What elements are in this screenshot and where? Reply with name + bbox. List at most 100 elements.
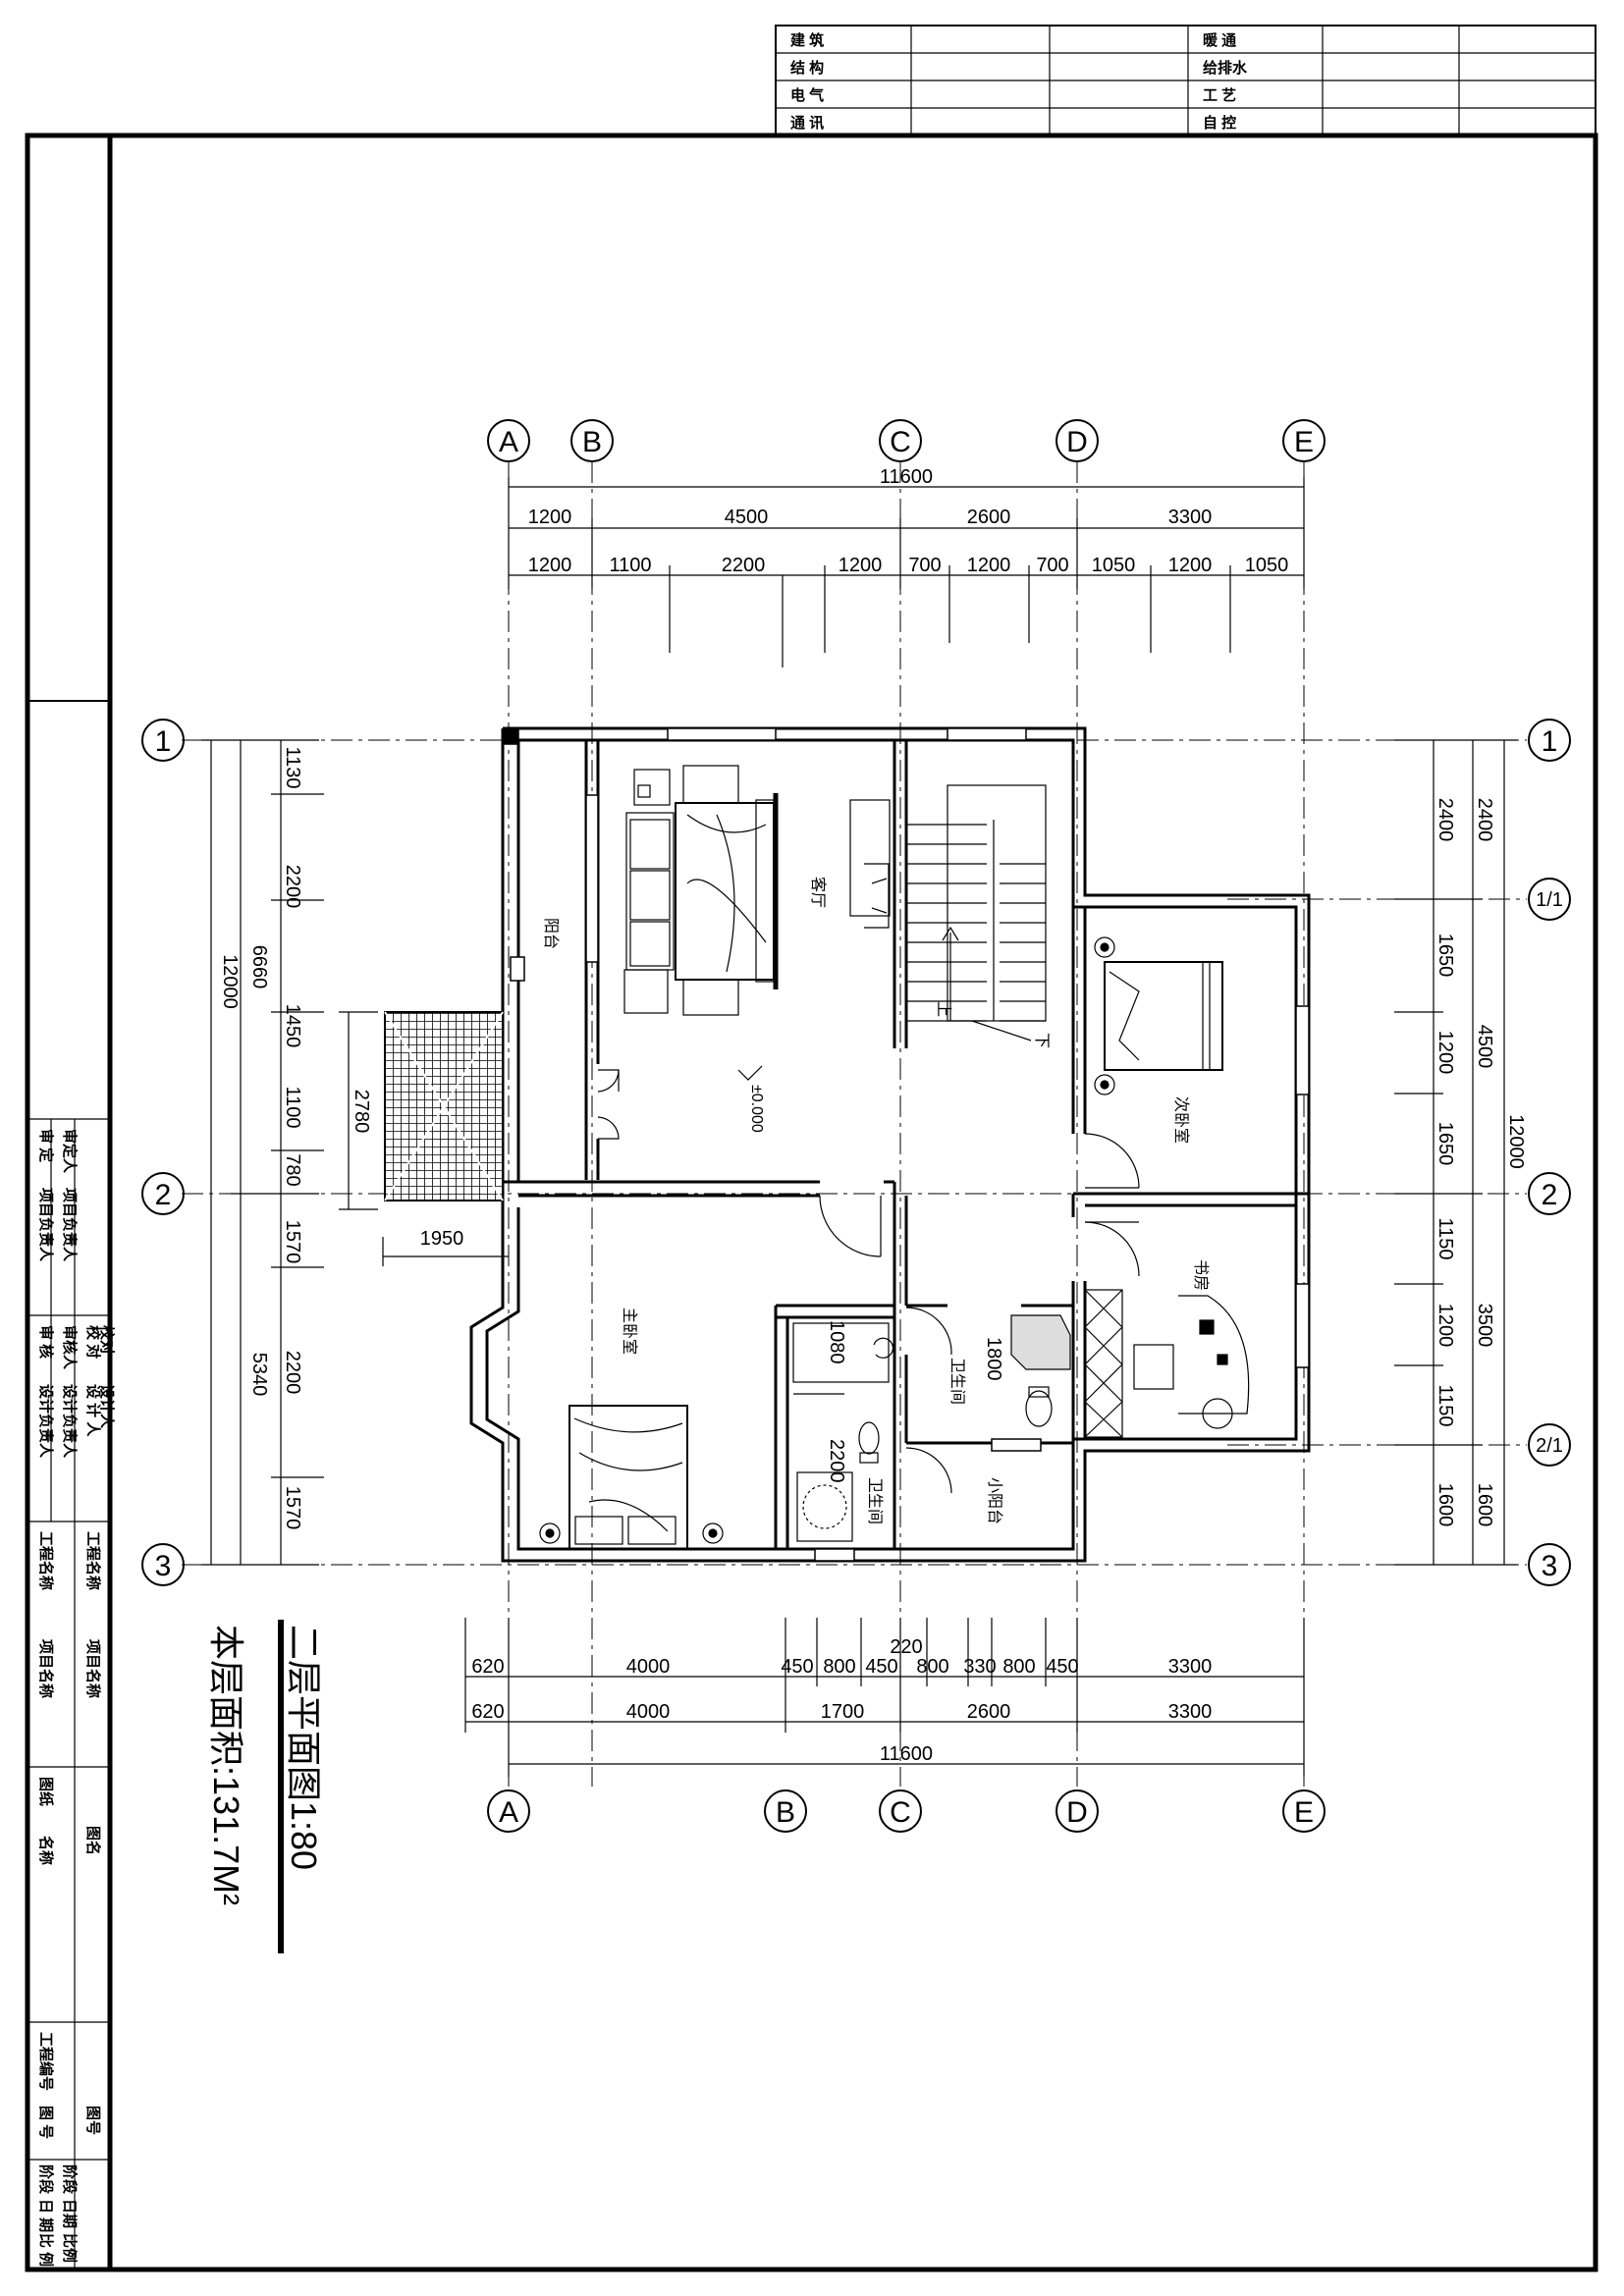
- windows: [504, 727, 1310, 1562]
- dim-right-in-3: 1200: [1435, 1031, 1456, 1075]
- axis-bubbles: A B C D E A B C D E 1 2 3 1 1/1 2 2/1 3: [141, 419, 1571, 1833]
- dim-bot-r1-2: 4000: [626, 1656, 671, 1678]
- axis-1-right: 1: [1542, 725, 1558, 758]
- dim-top-r2-4: 1200: [839, 555, 883, 576]
- dim-left-in-3: 1450: [282, 1004, 303, 1048]
- axis-2-left: 2: [155, 1179, 172, 1211]
- side-label-drawing: 图纸: [37, 1777, 55, 1806]
- side-label-approve: 审 定: [37, 1129, 55, 1162]
- axis-c-top: C: [890, 426, 911, 458]
- dim-top-r2-3: 2200: [722, 555, 766, 576]
- dim-left-in-7: 2200: [282, 1351, 303, 1395]
- dim-right-in-8: 1600: [1435, 1483, 1456, 1527]
- dim-left-in-2: 2200: [282, 865, 303, 909]
- axis-a-bottom: A: [499, 1796, 518, 1829]
- dim-bot-r1-5: 450: [865, 1656, 897, 1678]
- side-title-block: 审 定 项目负责人 审定人 项目负责人 审 核 设计负责人 审核人 设计负责人 …: [27, 1118, 116, 2269]
- side-value-approve: 审定人: [61, 1129, 79, 1174]
- side-label-scale: 比 例: [37, 2233, 55, 2267]
- dim-bot-r2-5: 3300: [1168, 1701, 1213, 1723]
- side-label-project-number: 工程编号: [37, 2032, 55, 2091]
- dim-right-mid-4: 1600: [1474, 1483, 1495, 1527]
- dim-top-overall: 11600: [880, 466, 933, 488]
- outer-frame: [25, 133, 1598, 2272]
- side-label-project-name: 工程名称: [37, 1531, 55, 1590]
- top-title-block: 建 筑 结 构 电 气 通 讯 暖 通 给排水 工 艺 自 控: [775, 25, 1597, 136]
- plan-area: 本层面积:131.7M²: [206, 1625, 246, 1905]
- dim-right-in-4: 1650: [1435, 1122, 1456, 1166]
- dim-right-in-2: 1650: [1435, 934, 1456, 978]
- axis-3-left: 3: [155, 1550, 172, 1582]
- axis-2-1-right: 2/1: [1536, 1435, 1563, 1457]
- walls: [469, 726, 1311, 1563]
- dim-right-overall: 12000: [1505, 1114, 1527, 1169]
- side-label-designer: 设 计 人: [84, 1384, 102, 1437]
- dim-top-r2-1: 1200: [528, 555, 572, 576]
- axis-3-right: 3: [1542, 1550, 1558, 1582]
- dim-left-in-1: 1130: [282, 746, 303, 788]
- dim-bot-r1-3: 450: [781, 1656, 813, 1678]
- room-label-living: 客厅: [809, 877, 827, 908]
- dim-left-in-5: 780: [282, 1153, 303, 1186]
- axis-d-top: D: [1066, 426, 1088, 458]
- room-label-master-bedroom: 主卧室: [621, 1308, 638, 1355]
- side-value-project-name: 工程名称: [84, 1531, 102, 1590]
- side-label-item-name: 项目名称: [37, 1639, 55, 1698]
- side-value-drawing-name: 图名: [84, 1826, 102, 1855]
- top-dimensions: 11600 1200 4500 2600 3300 1200 1100 2200…: [508, 466, 1305, 667]
- dim-bot-r1-8: 800: [1002, 1656, 1035, 1678]
- plan-title-block: 二层平面图1:80 本层面积:131.7M²: [206, 1620, 324, 1953]
- room-labels: 阳台 客厅 次卧室 主卧室 书房 卫生间 卫生间 小阳台 上 下 ±0.000: [542, 877, 1210, 1524]
- axis-e-top: E: [1294, 426, 1314, 458]
- side-value-item-name: 项目名称: [84, 1639, 102, 1698]
- top-label-architecture: 建 筑: [790, 31, 824, 49]
- axis-1-left: 1: [155, 725, 172, 758]
- dim-interior-3: 2200: [826, 1439, 847, 1483]
- dim-left-overall: 12000: [219, 954, 241, 1009]
- doors: [597, 1069, 1140, 1494]
- side-value-designer: 设计人: [98, 1384, 116, 1429]
- dim-top-r2-9: 1200: [1168, 555, 1213, 576]
- room-label-bath-1: 卫生间: [948, 1358, 966, 1405]
- side-label-drawing-number: 图 号: [37, 2106, 54, 2139]
- dim-top-r2-10: 1050: [1245, 555, 1289, 576]
- room-label-bath-2: 卫生间: [866, 1477, 884, 1524]
- bottom-dimensions: 620 4000 450 800 450 800 330 800 450 330…: [464, 1618, 1305, 1777]
- side-value-drawing-number: 图号: [84, 2106, 101, 2135]
- room-label-study: 书房: [1192, 1259, 1210, 1291]
- dim-right-in-1: 2400: [1435, 798, 1456, 842]
- room-label-balcony: 阳台: [542, 918, 560, 949]
- side-label-design-lead: 设计负责人: [37, 1384, 55, 1459]
- staircase: [906, 784, 1047, 1041]
- dim-right-in-5: 1150: [1435, 1217, 1456, 1259]
- side-label-phase: 阶段: [37, 2164, 55, 2194]
- dim-bot-r1-4: 800: [823, 1656, 855, 1678]
- stair-label-down: 下: [1033, 1033, 1050, 1048]
- dim-bot-r1-9: 450: [1046, 1656, 1078, 1678]
- dim-left-mid-1: 6660: [248, 945, 270, 989]
- dim-top-r2-5: 700: [908, 555, 941, 576]
- elevation-mark: ±0.000: [748, 1085, 765, 1133]
- stair-label-up: 上: [935, 1001, 952, 1017]
- side-label-project-lead: 项目负责人: [37, 1188, 55, 1262]
- side-value-project-lead: 项目负责人: [61, 1188, 79, 1262]
- dim-right-in-6: 1200: [1435, 1304, 1456, 1348]
- dim-right-mid-1: 2400: [1474, 798, 1495, 842]
- dim-interior-1: 1080: [826, 1320, 847, 1364]
- dim-bay-width: 1950: [420, 1228, 464, 1250]
- side-value-scale: 比例: [61, 2233, 79, 2263]
- top-label-process: 工 艺: [1203, 87, 1236, 104]
- room-label-small-balcony: 小阳台: [986, 1477, 1003, 1524]
- axis-a-top: A: [499, 426, 518, 458]
- dim-top-r2-6: 1200: [967, 555, 1011, 576]
- dim-bot-r1-6: 800: [916, 1656, 948, 1678]
- axis-b-bottom: B: [776, 1796, 795, 1829]
- left-dimensions: 12000 6660 5340 1130 2200 1450 1100 780 …: [201, 739, 509, 1566]
- dim-bot-overall: 11600: [880, 1743, 933, 1765]
- dim-left-in-6: 1570: [282, 1220, 303, 1264]
- bedroom-furniture: [539, 936, 1223, 1550]
- plan-title: 二层平面图1:80: [284, 1625, 324, 1870]
- dim-top-r1-1: 1200: [528, 507, 572, 528]
- dim-left-in-8: 1570: [282, 1486, 303, 1530]
- dim-right-mid-3: 3500: [1474, 1304, 1495, 1348]
